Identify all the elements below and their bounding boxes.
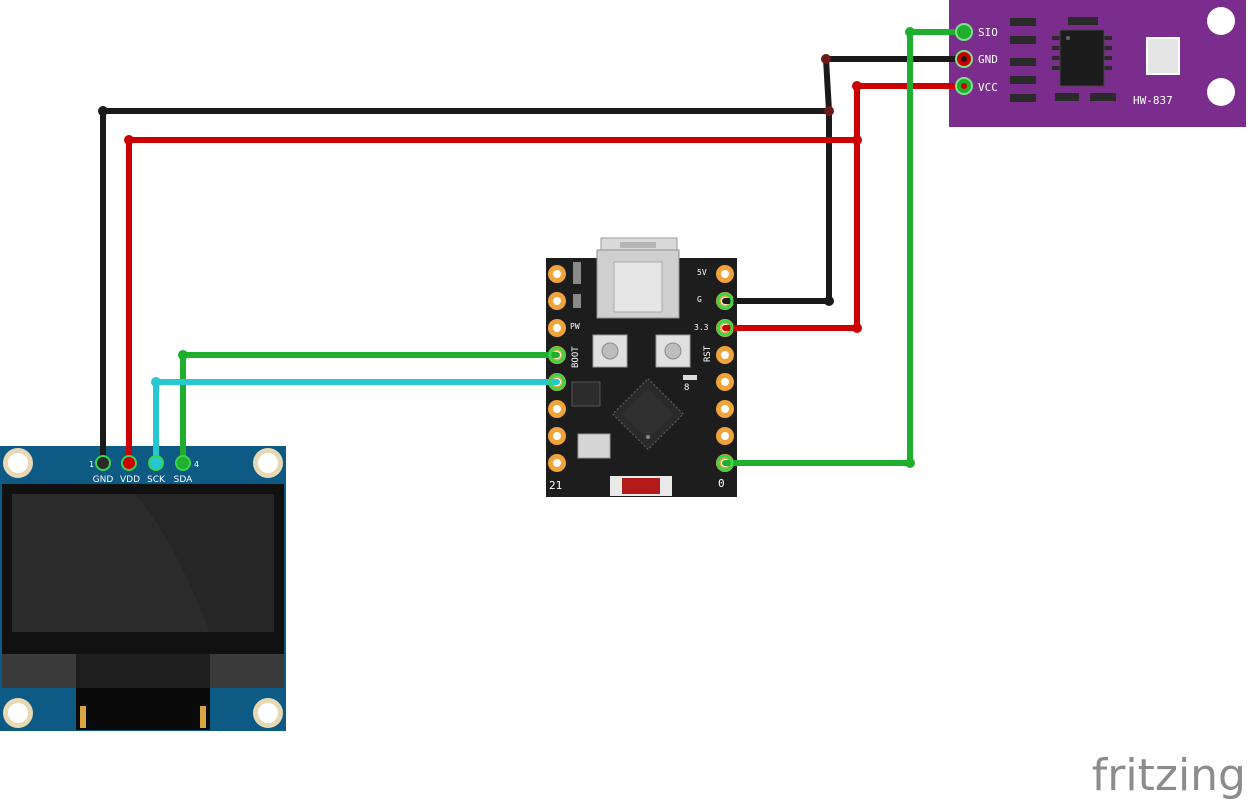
mcu-label-g: G <box>697 295 702 304</box>
oled-pin-num-1: 1 <box>89 460 94 469</box>
sensor-hole-top <box>1207 7 1235 35</box>
oled-pin-label-vdd: VDD <box>120 475 140 485</box>
wire-endpoints <box>95 23 973 472</box>
main-mcu-chip <box>611 377 685 451</box>
sensor-pin-label-vcc: VCC <box>978 81 998 94</box>
sensor-pin-label-sio: SIO <box>978 26 998 39</box>
oled-mounting-holes <box>3 448 283 728</box>
mcu-board: PW BOOT 5V G 3.3 RST 8 21 0 <box>546 237 737 497</box>
oled-screen-area <box>12 494 210 632</box>
oled-display-module: 1 4 GND VDD SCK SDA <box>0 446 286 731</box>
wire-gnd-mcu <box>722 56 966 304</box>
mcu-label-21: 21 <box>549 479 562 492</box>
oled-pin-label-gnd: GND <box>93 475 114 485</box>
wire-sio <box>722 29 966 466</box>
sensor-hole-bottom <box>1207 78 1235 106</box>
mcu-label-rst: RST <box>703 345 713 362</box>
fritzing-watermark: fritzing <box>1092 750 1246 801</box>
sensor-left-smd-pads <box>1010 18 1036 102</box>
voltage-regulator-chip <box>571 381 601 407</box>
mcu-label-boot: BOOT <box>571 346 581 368</box>
mcu-label-pw: PW <box>570 322 580 331</box>
mcu-label-0: 0 <box>718 477 725 490</box>
oled-pin-num-4: 4 <box>194 460 199 469</box>
mcu-label-5v: 5V <box>697 268 707 277</box>
mcu-label-8: 8 <box>684 383 689 393</box>
wires <box>100 29 966 466</box>
antenna-component <box>577 433 611 459</box>
hw-837-module: SIO GND VCC HW-837 <box>949 0 1246 127</box>
sensor-ic-chip <box>1052 17 1116 101</box>
sensor-pin-label-gnd: GND <box>978 53 998 66</box>
sensor-window <box>1146 37 1180 75</box>
mcu-label-3v3: 3.3 <box>694 323 709 332</box>
antenna-red-part <box>622 478 660 494</box>
usb-c-connector <box>596 237 680 319</box>
reset-button <box>655 334 691 368</box>
sensor-name-label: HW-837 <box>1133 94 1173 107</box>
oled-ribbon <box>76 688 210 730</box>
boot-button <box>592 334 628 368</box>
oled-pin-label-sda: SDA <box>174 475 193 485</box>
wire-3v3-mcu <box>722 83 966 331</box>
oled-pin-label-sck: SCK <box>147 475 166 485</box>
